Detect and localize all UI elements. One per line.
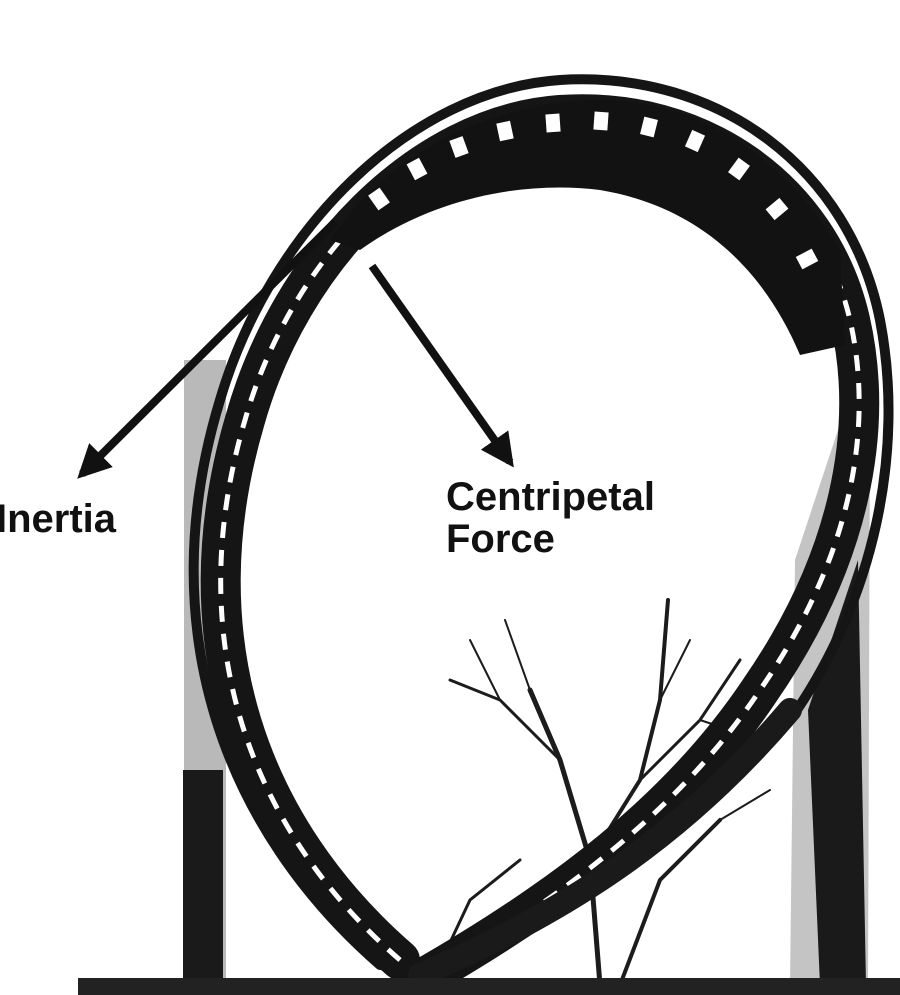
coaster-exit-track — [408, 698, 802, 987]
inertia-arrow — [77, 219, 338, 479]
coaster-train-seats — [368, 111, 819, 270]
left-support-column — [183, 770, 223, 985]
right-support-column — [808, 560, 866, 985]
centripetal-label-line2: Force — [446, 517, 555, 561]
centripetal-label-line1: Centripetal — [446, 475, 655, 519]
ground-strip — [78, 978, 900, 995]
inertia-label: Inertia — [0, 497, 117, 541]
coaster-outer-rail — [188, 74, 894, 970]
coaster-track-inner-rail — [218, 111, 862, 983]
centripetal-force-label: Centripetal Force — [446, 476, 655, 560]
centripetal-force-arrow — [368, 263, 514, 468]
coaster-train — [330, 99, 845, 355]
